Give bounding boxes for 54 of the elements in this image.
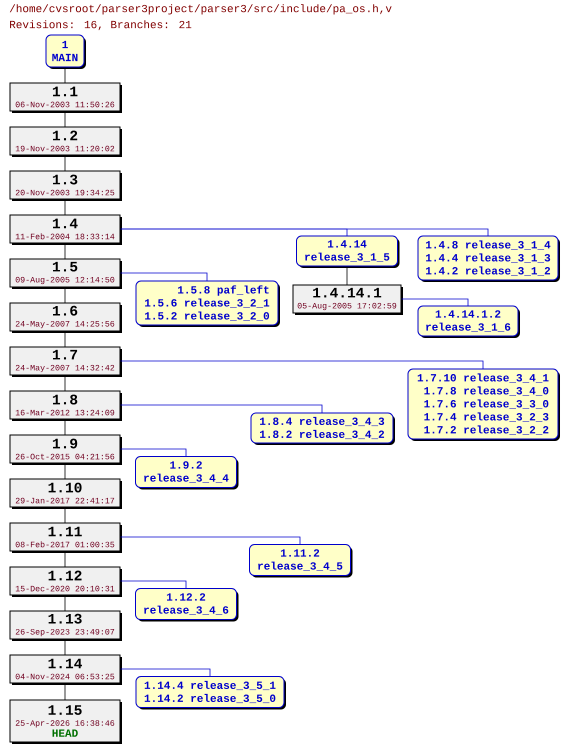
connector-line (64, 639, 66, 655)
connector-line (64, 683, 66, 700)
connector-line (120, 228, 488, 236)
connector-line (64, 375, 66, 391)
revision-box: 1.3 20-Nov-2003 19:34:25 (10, 170, 122, 201)
revision-box: 1.6 24-May-2007 14:25:56 (10, 302, 122, 333)
tag-box: 1.9.2 release_3_4_4 (135, 456, 238, 490)
revision-box: 1.4.14.1 05-Aug-2005 17:02:59 (292, 284, 403, 315)
revision-box: 1.9 26-Oct-2015 04:21:56 (10, 434, 122, 465)
tag-box: 1.14.4 release_3_5_1 1.14.2 release_3_5_0 (136, 676, 286, 710)
tag-box: 1.4.8 release_3_1_4 1.4.4 release_3_1_3 1.4.2 release_3_1_2 (418, 236, 560, 282)
revision-box: 1.11 08-Feb-2017 01:00:35 (10, 522, 122, 553)
connector-line (64, 243, 66, 259)
tag-box: 1.11.2 release_3_4_5 (249, 544, 352, 578)
tag-box: 1.4.14 release_3_1_5 (296, 236, 400, 268)
connector-line (64, 419, 66, 435)
connector-line (120, 536, 300, 544)
connector-line (120, 580, 186, 588)
connector-line (64, 199, 66, 215)
revision-box: 1.4 11-Feb-2004 18:33:14 (10, 214, 122, 245)
revision-box: 1.2 19-Nov-2003 11:20:02 (10, 126, 122, 157)
file-path-title: /home/cvsroot/parser3project/parser3/src/include/pa_os.h,v (10, 4, 392, 14)
connector-line (120, 360, 484, 369)
tag-box: 1.12.2 release_3_4_6 (135, 588, 238, 622)
revision-count: Revisions: 16, Branches: 21 (10, 20, 192, 30)
connector-line (120, 404, 322, 413)
revision-box: 1.14 04-Nov-2024 06:53:25 (10, 654, 122, 685)
connector-line (64, 551, 66, 567)
connector-line (64, 111, 66, 127)
tag-box: 1.4.14.1.2 release_3_1_6 (418, 306, 520, 338)
tag-box: 1.5.8 paf_left 1.5.6 release_3_2_1 1.5.2 release_3_2_0 (136, 280, 280, 327)
revision-box: 1.8 16-Mar-2012 13:24:09 (10, 390, 122, 421)
tag-box: 1.7.10 release_3_4_1 1.7.8 release_3_4_0 1.7.6 release_3_3_0 1.7.4 release_3_2_3 1.7.2 release_3_2_2 (408, 368, 560, 441)
revision-box: 1.13 26-Sep-2023 23:49:07 (10, 610, 122, 641)
tag-box: 1.8.4 release_3_4_3 1.8.2 release_3_4_2 (250, 412, 395, 445)
connector-line (346, 266, 348, 285)
revision-box: 1.15 25-Apr-2026 16:38:46 HEAD (10, 700, 122, 744)
revision-box: 1.5 09-Aug-2005 12:14:50 (10, 258, 122, 289)
connector-line (64, 67, 66, 83)
connector-line (64, 595, 66, 611)
revision-box: 1.12 15-Dec-2020 20:10:31 (10, 566, 122, 597)
connector-line (120, 272, 208, 281)
revision-box: 1.10 29-Jan-2017 22:41:17 (10, 478, 122, 509)
connector-line (64, 507, 66, 523)
branch-box: 1 MAIN (46, 34, 86, 69)
connector-line (64, 287, 66, 303)
connector-line (64, 331, 66, 347)
connector-line (64, 155, 66, 171)
connector-line (401, 298, 468, 306)
connector-line (120, 448, 186, 456)
connector-line (120, 668, 210, 676)
revision-box: 1.1 06-Nov-2003 11:50:26 (10, 82, 122, 113)
revision-box: 1.7 24-May-2007 14:32:42 (10, 346, 122, 377)
connector-line (64, 463, 66, 479)
